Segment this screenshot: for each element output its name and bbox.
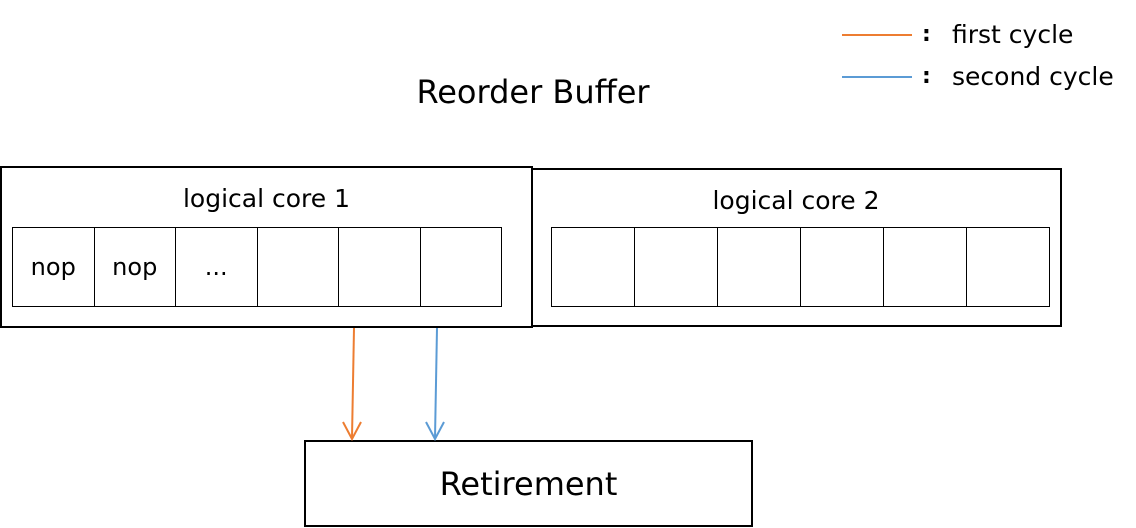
logical-core-2-label: logical core 2 xyxy=(712,186,880,215)
diagram-title: Reorder Buffer xyxy=(416,73,650,111)
legend-label-first-cycle: first cycle xyxy=(952,20,1074,49)
legend-label-second-cycle: second cycle xyxy=(952,62,1114,91)
rob-slot xyxy=(258,228,339,306)
legend-separator: : xyxy=(922,22,931,47)
rob-slot: nop xyxy=(95,228,176,306)
legend: : first cycle : second cycle xyxy=(830,18,1130,98)
rob-slot xyxy=(801,228,884,306)
arrow-second-cycle xyxy=(425,327,445,442)
legend-item-first-cycle: : first cycle xyxy=(830,18,1130,52)
logical-core-1-label: logical core 1 xyxy=(182,184,351,213)
rob-slot xyxy=(635,228,718,306)
rob-slot xyxy=(339,228,421,306)
logical-core-1-slots: nop nop ... xyxy=(12,227,502,307)
rob-slot xyxy=(884,228,967,306)
rob-slot: ... xyxy=(176,228,258,306)
retirement-label: Retirement xyxy=(439,464,618,503)
logical-core-2-slots xyxy=(551,227,1050,307)
rob-slot xyxy=(552,228,635,306)
rob-slot xyxy=(718,228,801,306)
logical-core-2-box: logical core 2 xyxy=(530,168,1062,327)
rob-slot xyxy=(421,228,502,306)
legend-separator: : xyxy=(922,64,931,89)
logical-core-1-box: logical core 1 nop nop ... xyxy=(0,166,533,328)
arrow-first-cycle xyxy=(342,327,362,442)
rob-slot: nop xyxy=(13,228,95,306)
retirement-box: Retirement xyxy=(304,440,753,527)
legend-line-second-cycle xyxy=(842,76,912,78)
legend-item-second-cycle: : second cycle xyxy=(830,60,1130,94)
legend-line-first-cycle xyxy=(842,34,912,36)
rob-slot xyxy=(967,228,1049,306)
